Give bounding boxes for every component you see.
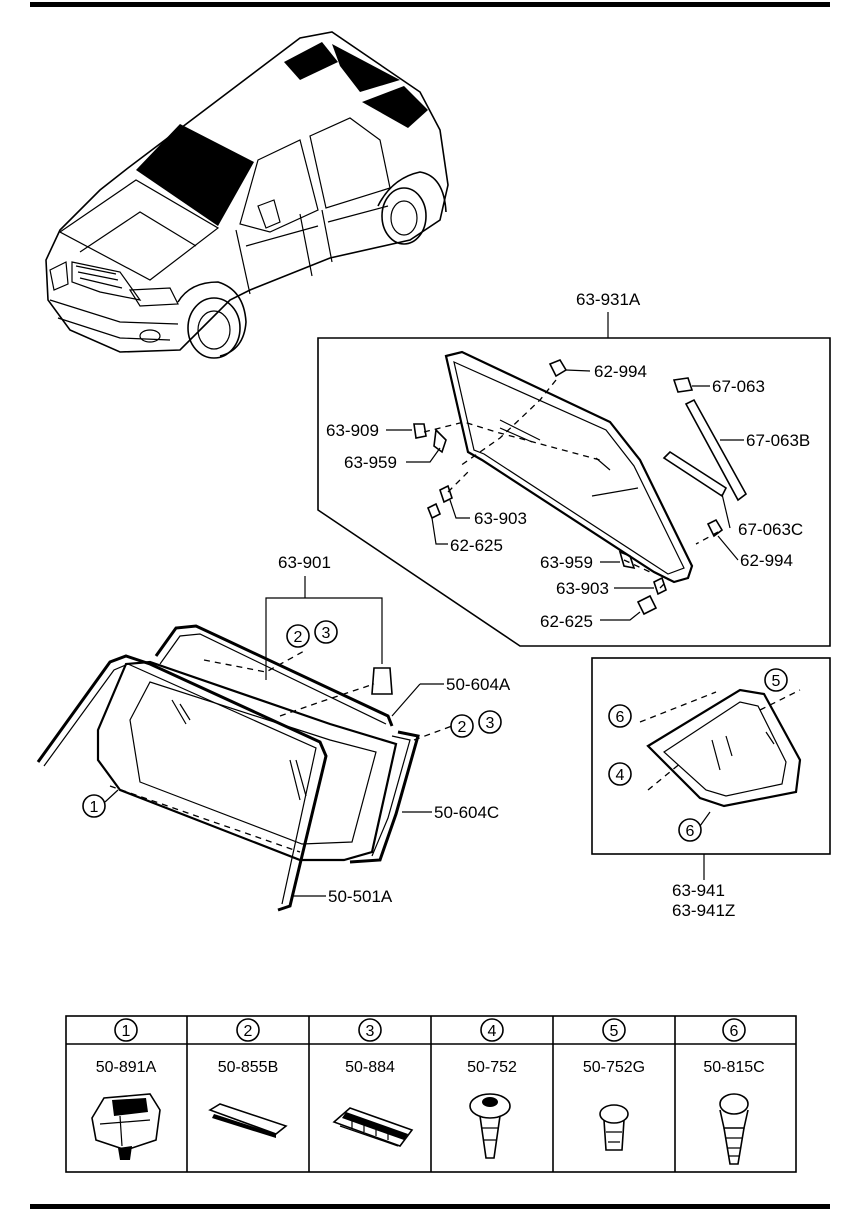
svg-text:4: 4	[616, 767, 625, 784]
svg-text:6: 6	[686, 823, 695, 840]
windshield-glass	[96, 660, 398, 862]
callout-50-604A: 50-604A	[446, 675, 511, 694]
rear-glass-group: 63-931A 62-994 67-063 67-063B 6	[317, 290, 831, 647]
molding-67-063B-icon	[684, 398, 748, 502]
marker-6-bottom: 6	[678, 811, 711, 842]
stud-62-625-left-icon	[426, 502, 448, 545]
bottom-rule	[30, 1204, 830, 1209]
callout-62-625-left: 62-625	[450, 536, 503, 555]
callout-50-501A: 50-501A	[328, 887, 393, 906]
molding-67-063C-icon	[662, 450, 731, 529]
callout-63-931A: 63-931A	[576, 290, 641, 309]
legend-part-3: 50-884	[345, 1059, 395, 1076]
legend-col-3: 3 50-884	[332, 1018, 414, 1147]
top-rule	[30, 2, 830, 7]
marker-2-top: 2	[286, 624, 310, 648]
svg-text:1: 1	[90, 799, 99, 816]
callout-63-903-left: 63-903	[474, 509, 527, 528]
bracket-63-959-right-icon	[600, 550, 636, 570]
clip-block-icon	[91, 1093, 161, 1160]
push-clip-icon	[599, 1104, 629, 1151]
legend-col-1: 1 50-891A	[91, 1018, 161, 1160]
marker-5: 5	[764, 668, 788, 692]
svg-text:3: 3	[486, 715, 495, 732]
callout-67-063: 67-063	[712, 377, 765, 396]
push-rivet-icon	[469, 1093, 511, 1159]
svg-text:3: 3	[366, 1023, 375, 1040]
stud-62-625-right-icon	[600, 594, 658, 621]
callout-50-604C: 50-604C	[434, 803, 499, 822]
clip-legend-table: 1 50-891A 2 50-855B 3 50-884	[65, 1015, 797, 1173]
spacer-strip-icon	[208, 1103, 288, 1138]
quarter-window-group: 6 5 4 6 63-941 63-941Z	[591, 657, 831, 920]
svg-text:4: 4	[488, 1023, 497, 1040]
svg-text:5: 5	[610, 1023, 619, 1040]
quarter-window-box	[591, 657, 831, 855]
marker-3-top: 3	[314, 620, 338, 644]
serrated-spacer-icon	[332, 1107, 414, 1147]
svg-text:5: 5	[772, 673, 781, 690]
legend-col-2: 2 50-855B	[208, 1018, 288, 1138]
marker-2-side: 2	[450, 714, 474, 738]
callout-63-941: 63-941	[672, 881, 725, 900]
callout-67-063B: 67-063B	[746, 431, 810, 450]
legend-col-5: 5 50-752G	[583, 1018, 645, 1151]
molding-67-063-icon	[672, 377, 710, 393]
windshield-clip-icon	[371, 667, 393, 695]
callout-62-625-right: 62-625	[540, 612, 593, 631]
callout-62-994-right: 62-994	[740, 551, 793, 570]
svg-text:2: 2	[458, 719, 467, 736]
svg-text:6: 6	[616, 709, 625, 726]
callout-63-941Z: 63-941Z	[672, 901, 735, 920]
callout-63-903-right: 63-903	[556, 579, 609, 598]
callout-67-063C: 67-063C	[738, 520, 803, 539]
marker-6-left: 6	[608, 704, 632, 728]
svg-text:2: 2	[244, 1023, 253, 1040]
callout-62-994-top: 62-994	[594, 362, 647, 381]
legend-col-4: 4 50-752	[467, 1018, 517, 1159]
callout-63-959-right: 63-959	[540, 553, 593, 572]
quarter-window-glass	[646, 688, 802, 808]
legend-col-6: 6 50-815C	[703, 1018, 765, 1165]
rear-glass-box	[317, 337, 831, 647]
legend-part-4: 50-752	[467, 1059, 517, 1076]
marker-4: 4	[608, 762, 632, 786]
svg-text:1: 1	[122, 1023, 131, 1040]
svg-text:3: 3	[322, 625, 331, 642]
marker-1: 1	[82, 789, 119, 818]
callout-63-909: 63-909	[326, 421, 379, 440]
cap-63-903-left-icon	[439, 484, 470, 519]
marker-3-side: 3	[478, 710, 502, 734]
cap-63-903-right-icon	[614, 576, 667, 596]
callout-63-901: 63-901	[278, 553, 331, 572]
legend-part-5: 50-752G	[583, 1059, 645, 1076]
fir-tree-clip-icon	[719, 1093, 749, 1165]
legend-part-1: 50-891A	[96, 1059, 157, 1076]
rear-glass-pane	[444, 350, 694, 584]
windshield-group: 63-901 50-604A 50-604C 50-501A	[36, 553, 511, 912]
clip-62-994-right-icon	[706, 518, 739, 561]
legend-part-6: 50-815C	[703, 1059, 764, 1076]
svg-text:2: 2	[294, 629, 303, 646]
legend-part-2: 50-855B	[218, 1059, 279, 1076]
callout-63-959-left: 63-959	[344, 453, 397, 472]
vehicle-illustration	[45, 31, 449, 359]
bracket-63-959-left-icon	[406, 428, 447, 463]
svg-text:6: 6	[730, 1023, 739, 1040]
clip-62-994-top-icon	[548, 359, 591, 378]
clip-63-909-icon	[386, 423, 427, 439]
